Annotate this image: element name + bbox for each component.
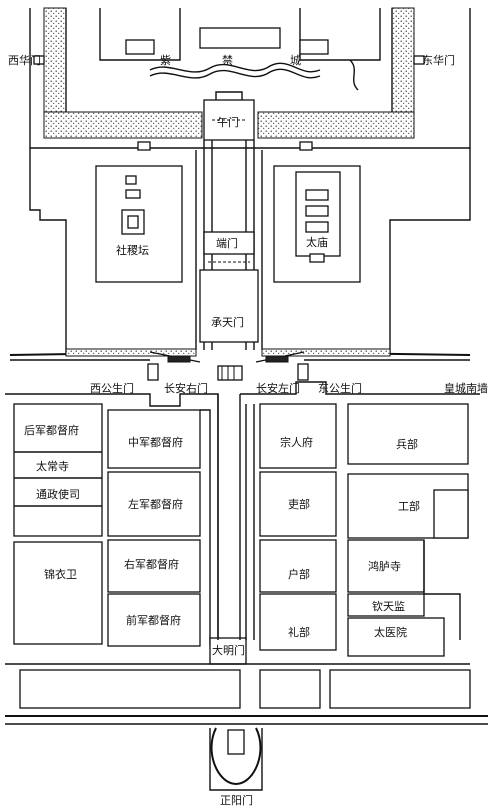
label-duan-gate: 端门 [216,236,238,250]
label-right-army-office: 右军都督府 [124,557,179,571]
label-chengtian-gate: 承天门 [211,315,244,329]
label-honglu-temple: 鸿胪寺 [368,559,401,573]
label-east-hua-gate: 东华门 [422,53,455,67]
label-east-gongsheng-gate: 东公生门 [318,381,362,395]
label-imperial-south-wall: 皇城南墙 [444,381,488,395]
label-west-gongsheng-gate: 西公生门 [90,381,134,395]
west-offices [5,393,247,665]
label-central-army-office: 中军都督府 [128,435,183,449]
label-tongzheng-office: 通政使司 [36,487,80,501]
label-changan-left-gate: 长安左门 [256,381,300,395]
imperial-city-walls [29,140,471,355]
label-zi: 紫 [160,54,171,67]
label-ministry-war: 兵部 [396,437,418,451]
label-sheji-altar: 社稷坛 [116,243,149,257]
label-jinyi-guard: 锦衣卫 [44,567,77,581]
label-front-army-office: 前军都督府 [126,613,181,627]
label-left-army-office: 左军都督府 [128,497,183,511]
label-daming-gate: 大明门 [212,643,245,657]
south-approach [5,663,488,791]
label-tai-temple: 太庙 [306,235,328,249]
label-changan-right-gate: 长安右门 [164,381,208,395]
forbidden-city [29,7,471,151]
label-qintian-bureau: 钦天监 [372,600,405,613]
label-ministry-revenue: 户部 [288,567,310,581]
label-ministry-works: 工部 [398,499,420,513]
label-zongren-office: 宗人府 [280,435,313,449]
east-offices [240,381,480,657]
label-zhengyang-gate: 正阳门 [220,793,253,807]
label-ministry-personnel: 吏部 [288,497,310,511]
label-taichang-temple: 太常寺 [36,460,69,473]
label-cheng: 城 [290,54,301,67]
imperial-south-wall [9,348,471,381]
label-imperial-medical: 太医院 [374,625,407,639]
label-jin: 禁 [222,54,233,67]
label-west-hua-gate: 西华门 [8,53,41,67]
map-labels: 西华门 东华门 紫 禁 城 午门 端门 社稷坛 太庙 承天门 西公生门 长安右门… [8,53,488,807]
label-rear-army-office: 后军都督府 [24,423,79,437]
label-wu-gate: 午门 [217,115,239,129]
label-ministry-rites: 礼部 [288,625,310,639]
